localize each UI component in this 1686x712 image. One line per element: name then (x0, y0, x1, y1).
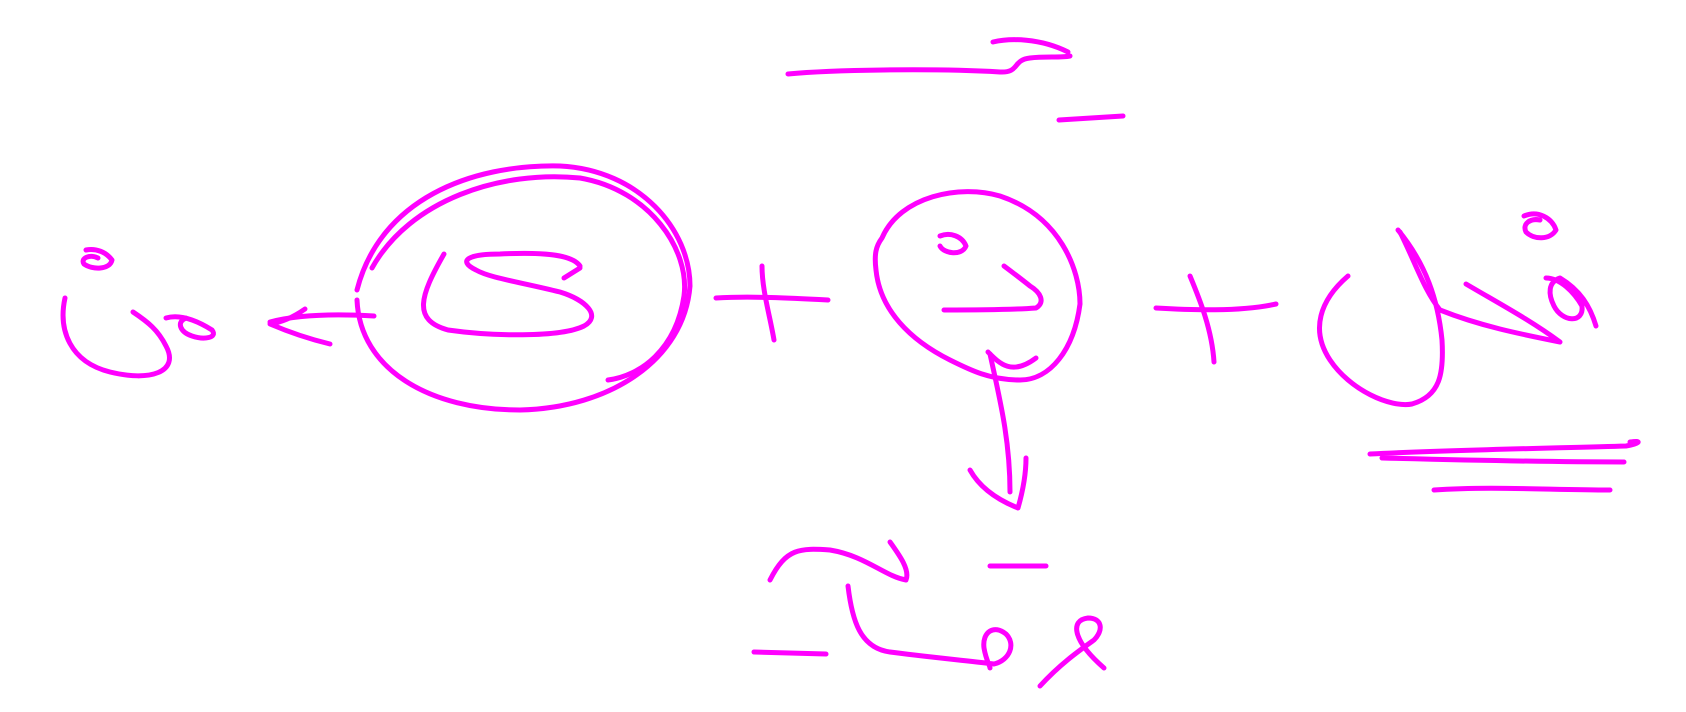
bottom-stroke-wave (767, 539, 910, 583)
plus-2-horizontal (1153, 301, 1279, 313)
right-letter-curve (1317, 227, 1445, 408)
circle-outer-2 (369, 174, 688, 383)
right-letter-loop (1543, 275, 1599, 329)
middle-letter-dot (937, 231, 969, 256)
left-letter-loop (163, 314, 216, 341)
top-dot-2 (1107, 130, 1114, 137)
middle-arrow-curl (985, 349, 1039, 370)
right-dot-loop (1521, 211, 1559, 241)
middle-arrow-shaft (987, 351, 1013, 495)
left-dots-top (80, 247, 115, 271)
plus-2-vertical (1187, 273, 1217, 365)
bottom-stroke-body (845, 583, 1014, 671)
top-stroke-short (1056, 113, 1126, 123)
right-underline-3 (1431, 485, 1613, 493)
middle-letter-body (941, 263, 1044, 313)
plus-1-horizontal (713, 294, 831, 303)
left-arrow-head (267, 306, 333, 347)
bottom-stroke-left (751, 649, 829, 657)
top-dot-1 (885, 111, 892, 118)
circle-inner-body (421, 250, 595, 338)
middle-circle (872, 189, 1083, 383)
top-stroke-long (785, 53, 1073, 77)
plus-1-vertical (759, 263, 777, 343)
circle-outer (354, 163, 693, 413)
circle-inner-tick (561, 265, 583, 281)
bottom-stroke-tail (1037, 615, 1107, 689)
right-letter-stroke (1397, 229, 1563, 345)
left-letter-curve (60, 295, 172, 379)
top-stroke-hook (990, 37, 1071, 55)
right-underline-1 (1367, 439, 1641, 457)
middle-arrow-head (967, 455, 1029, 511)
right-underline-2 (1379, 455, 1627, 465)
